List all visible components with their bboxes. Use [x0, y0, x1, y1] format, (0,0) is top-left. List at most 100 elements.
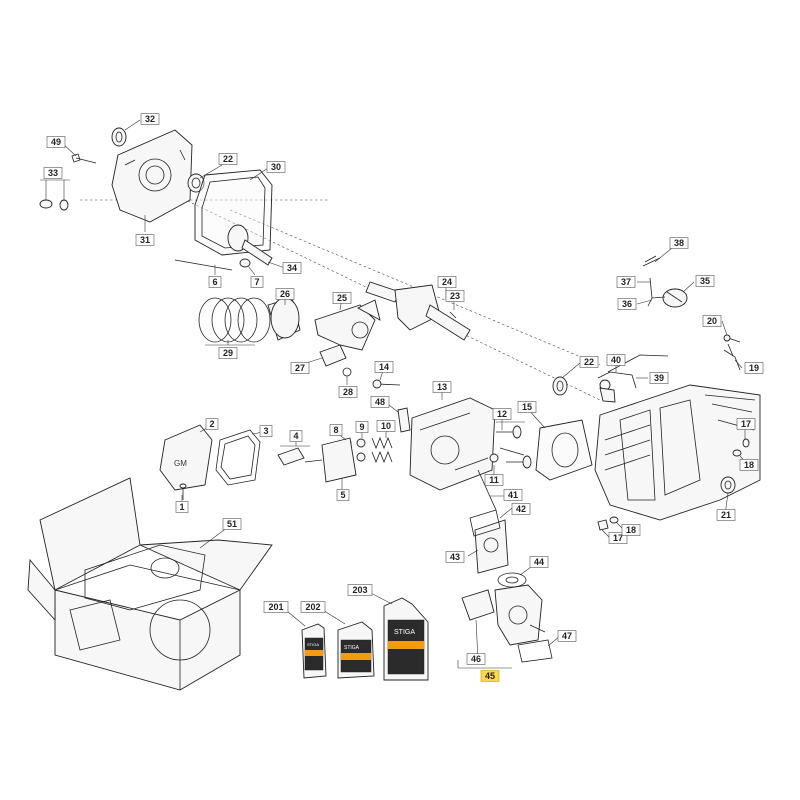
callout-c40[interactable]: 40 [606, 354, 626, 366]
callout-c25[interactable]: 25 [332, 292, 352, 304]
callout-c38[interactable]: 38 [669, 237, 689, 249]
callout-c24[interactable]: 24 [437, 276, 457, 288]
callout-c36[interactable]: 36 [617, 298, 637, 310]
callout-c1[interactable]: 1 [175, 501, 189, 513]
oil-bottle-201: STIGA [301, 623, 327, 679]
callout-c202[interactable]: 202 [300, 601, 326, 613]
callout-number: 39 [654, 373, 664, 383]
callout-c4[interactable]: 4 [289, 430, 303, 442]
callout-c26[interactable]: 26 [275, 288, 295, 300]
callout-c22a[interactable]: 22 [218, 153, 238, 165]
callout-c35[interactable]: 35 [695, 275, 715, 287]
callout-c14[interactable]: 14 [374, 361, 394, 373]
callout-c45[interactable]: 45 [480, 670, 500, 682]
callout-box [175, 501, 189, 513]
callout-number: 33 [48, 168, 58, 178]
callout-number: 8 [333, 425, 338, 435]
callout-number: 17 [741, 419, 751, 429]
callout-number: 43 [450, 552, 460, 562]
callout-number: 34 [287, 263, 297, 273]
callout-c48[interactable]: 48 [370, 396, 390, 408]
callout-c34[interactable]: 34 [282, 262, 302, 274]
callout-c29[interactable]: 29 [218, 347, 238, 359]
callout-c6[interactable]: 6 [208, 276, 222, 288]
callout-c22b[interactable]: 22 [579, 356, 599, 368]
callout-c18a[interactable]: 18 [739, 459, 759, 471]
callout-c43[interactable]: 43 [445, 551, 465, 563]
bottle-brand-201: STIGA [307, 642, 319, 647]
gasket-3 [215, 429, 261, 486]
callout-c20[interactable]: 20 [702, 315, 722, 327]
callout-c12[interactable]: 12 [492, 408, 512, 420]
callout-number: 13 [437, 382, 447, 392]
callout-c47[interactable]: 47 [557, 630, 577, 642]
callout-c33[interactable]: 33 [43, 167, 63, 179]
callout-number: 22 [584, 357, 594, 367]
callout-number: 51 [227, 519, 237, 529]
callout-c201[interactable]: 201 [263, 601, 289, 613]
callout-c51[interactable]: 51 [222, 518, 242, 530]
part-11 [489, 453, 499, 463]
callout-c21[interactable]: 21 [716, 509, 736, 521]
callout-c7[interactable]: 7 [250, 276, 264, 288]
bolt-1 [179, 483, 187, 500]
callout-c9[interactable]: 9 [355, 421, 369, 433]
callout-c17a[interactable]: 17 [736, 418, 756, 430]
callout-number: 37 [621, 277, 631, 287]
callout-box [716, 509, 736, 521]
callout-number: 3 [263, 426, 268, 436]
callout-number: 26 [280, 289, 290, 299]
callout-c13[interactable]: 13 [432, 381, 452, 393]
callout-number: 48 [375, 397, 385, 407]
callout-box [355, 421, 369, 433]
callout-c15[interactable]: 15 [517, 401, 537, 413]
oil-plug-33 [39, 199, 69, 211]
callout-c32[interactable]: 32 [140, 113, 160, 125]
carburetor-45 [494, 584, 546, 646]
callout-c23[interactable]: 23 [445, 290, 465, 302]
callout-c37[interactable]: 37 [616, 276, 636, 288]
callout-box [466, 653, 486, 665]
callout-c2[interactable]: 2 [205, 418, 219, 430]
callout-box [695, 275, 715, 287]
callout-c3[interactable]: 3 [259, 425, 273, 437]
callout-c19[interactable]: 19 [744, 362, 764, 374]
callout-box [608, 532, 628, 544]
callout-c28[interactable]: 28 [338, 386, 358, 398]
callout-box [517, 401, 537, 413]
callout-c203[interactable]: 203 [347, 584, 373, 596]
callout-number: 19 [749, 363, 759, 373]
callout-number: 30 [271, 162, 281, 172]
callout-c27[interactable]: 27 [290, 362, 310, 374]
callout-c41[interactable]: 41 [503, 489, 523, 501]
callout-c46[interactable]: 46 [466, 653, 486, 665]
callout-box [702, 315, 722, 327]
bottle-brand-203: STIGA [394, 629, 415, 636]
callout-c31[interactable]: 31 [135, 234, 155, 246]
piston-pin-27 [319, 344, 347, 367]
callout-box [46, 136, 66, 148]
callout-c44[interactable]: 44 [529, 556, 549, 568]
clip-28 [342, 367, 352, 377]
bolt-17-right [742, 438, 750, 448]
callout-box [347, 584, 373, 596]
callout-c42[interactable]: 42 [511, 503, 531, 515]
callout-box [529, 556, 549, 568]
callout-c10[interactable]: 10 [376, 420, 396, 432]
oil-bottle-203: STIGA [383, 597, 429, 681]
callout-c17b[interactable]: 17 [608, 532, 628, 544]
callout-number: 44 [534, 557, 544, 567]
callout-c39[interactable]: 39 [649, 372, 669, 384]
callout-box [606, 354, 626, 366]
callout-c5[interactable]: 5 [336, 489, 350, 501]
callout-number: 42 [516, 504, 526, 514]
callout-box [329, 424, 343, 436]
callout-box [250, 276, 264, 288]
callout-c18b[interactable]: 18 [621, 524, 641, 536]
callout-c8[interactable]: 8 [329, 424, 343, 436]
callout-c30[interactable]: 30 [266, 161, 286, 173]
bottle-brand-202: STIGA [344, 645, 360, 651]
callout-c49[interactable]: 49 [46, 136, 66, 148]
callout-c11[interactable]: 11 [484, 474, 504, 486]
